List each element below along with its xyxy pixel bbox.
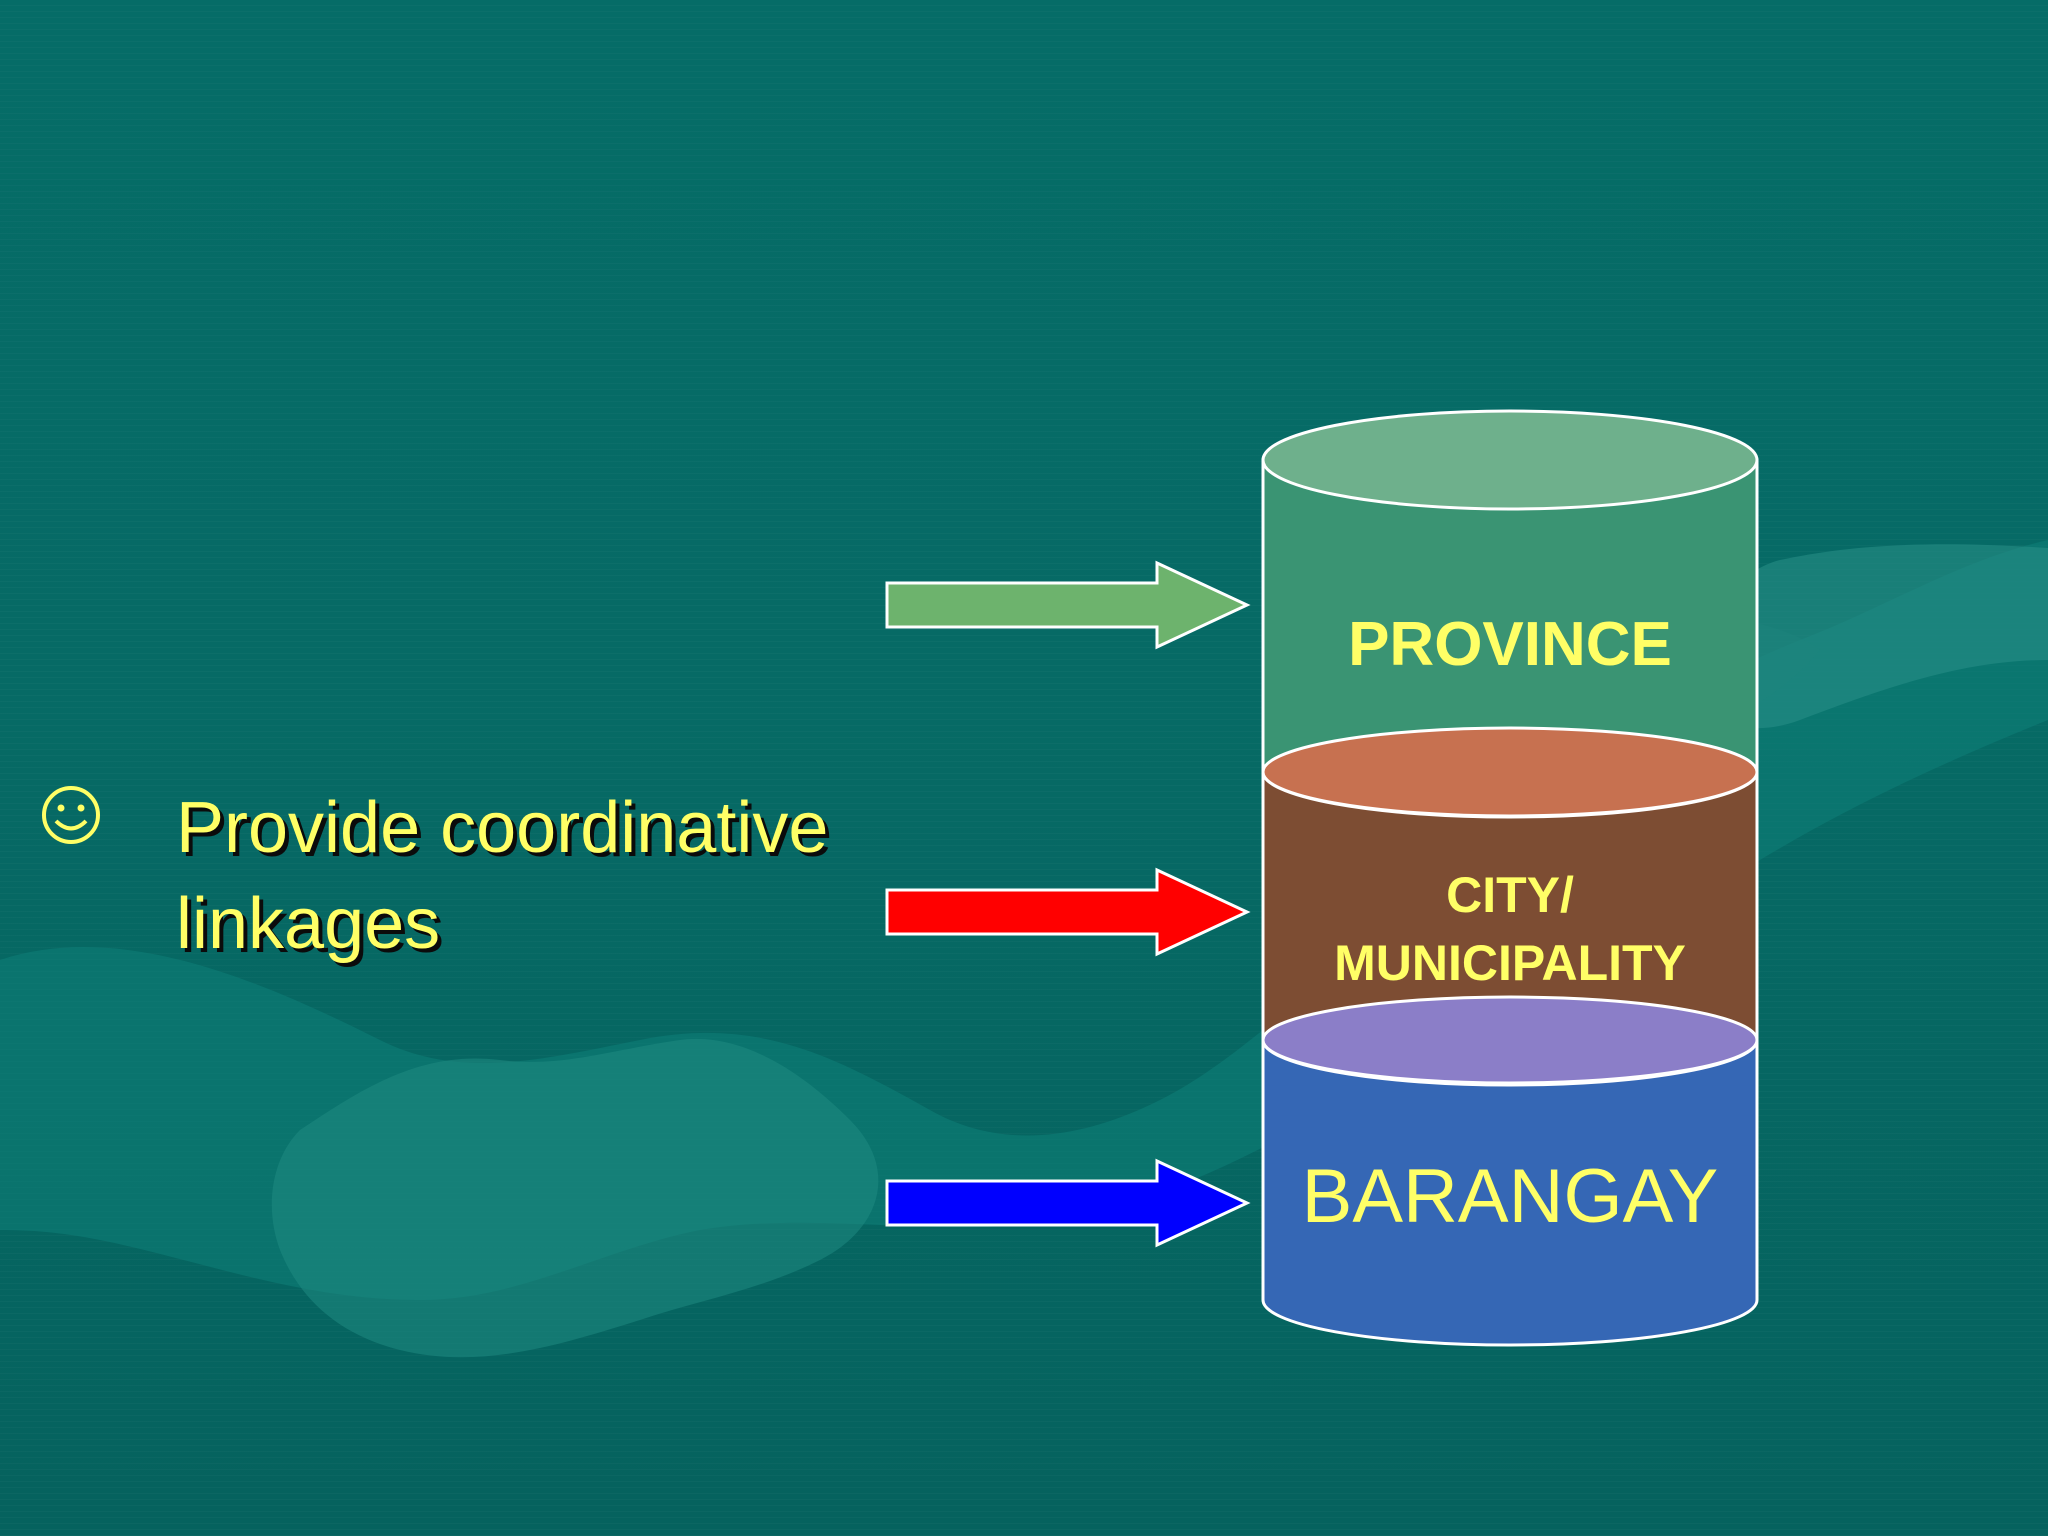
barangay-top xyxy=(1261,995,1759,1085)
layer-barangay xyxy=(1261,1038,1759,1347)
province-top xyxy=(1261,409,1759,511)
label-municipality: MUNICIPALITY xyxy=(1334,935,1686,991)
arrow-barangay xyxy=(885,1158,1251,1248)
label-barangay: BARANGAY xyxy=(1302,1154,1719,1239)
arrow-province xyxy=(885,560,1251,650)
arrow-city-municipality xyxy=(885,867,1251,957)
city-municipality-top xyxy=(1261,726,1759,818)
label-city: CITY/ xyxy=(1446,867,1574,923)
bullet-point: Provide coordinative linkages xyxy=(36,780,936,980)
smiley-face-icon xyxy=(42,786,100,844)
label-province: PROVINCE xyxy=(1348,610,1672,679)
bullet-text: Provide coordinative linkages xyxy=(176,788,829,964)
